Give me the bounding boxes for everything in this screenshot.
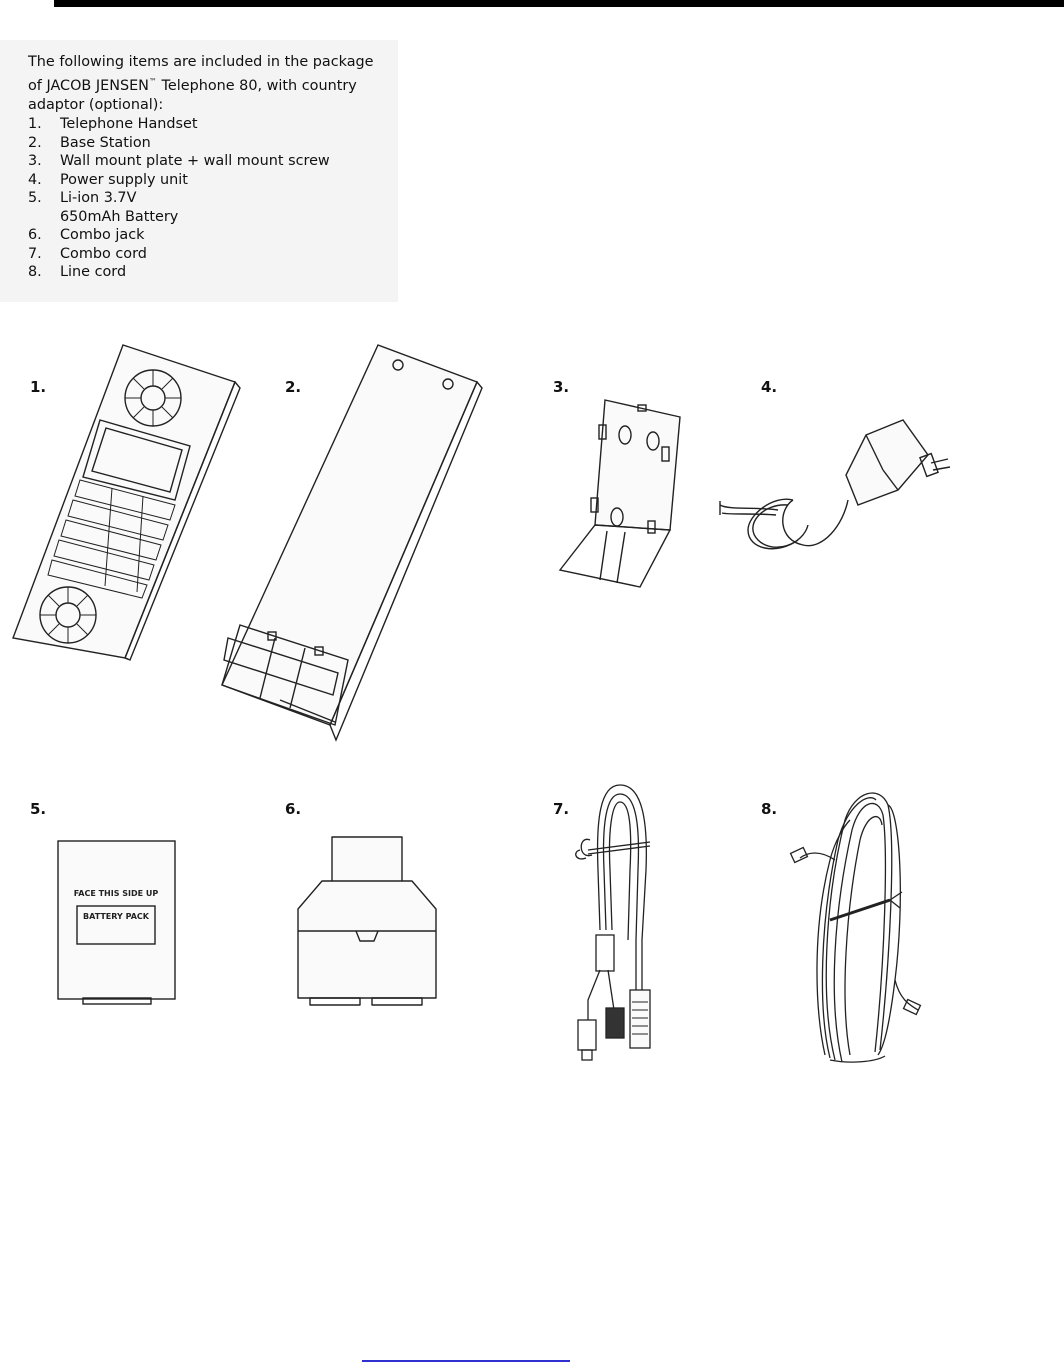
- item-label: Telephone Handset: [60, 116, 198, 133]
- package-contents-text: The following items are included in the …: [28, 53, 393, 282]
- item-number: 4.: [28, 171, 42, 188]
- list-item: 5. Li-ion 3.7V: [28, 189, 393, 208]
- list-item: 2. Base Station: [28, 134, 393, 153]
- combo-cord-illustration: [570, 780, 675, 1065]
- battery-face-text: FACE THIS SIDE UP: [74, 889, 159, 898]
- wall-mount-plate-illustration: [555, 395, 695, 590]
- list-item: 4. Power supply unit: [28, 171, 393, 190]
- item-label: Combo cord: [60, 245, 147, 262]
- intro-line-1: The following items are included in the …: [28, 54, 374, 70]
- item-number: 8.: [28, 264, 42, 281]
- intro-line-2-pre: of: [28, 77, 42, 94]
- item-number: 5.: [28, 190, 42, 207]
- list-item: 3. Wall mount plate + wall mount screw: [28, 152, 393, 171]
- figure-label-5: 5.: [30, 800, 47, 818]
- line-cord-illustration: [789, 780, 925, 1065]
- item-label-2: 650mAh Battery: [60, 208, 179, 225]
- item-label: Line cord: [60, 264, 127, 281]
- item-number: 2.: [28, 134, 42, 151]
- base-station-illustration: [220, 340, 490, 745]
- figure-label-7: 7.: [553, 800, 570, 818]
- list-item: 1. Telephone Handset: [28, 115, 393, 134]
- item-label: Combo jack: [60, 227, 145, 244]
- item-label: Power supply unit: [60, 171, 188, 188]
- figure-label-1: 1.: [30, 378, 47, 396]
- battery-pack-text: BATTERY PACK: [83, 912, 150, 921]
- item-label: Wall mount plate + wall mount screw: [60, 153, 330, 170]
- list-item-continuation: 650mAh Battery: [28, 208, 393, 227]
- trademark: ™: [148, 76, 157, 86]
- figure-label-3: 3.: [553, 378, 570, 396]
- telephone-handset-illustration: [0, 340, 241, 661]
- footer-hyperlink-underline[interactable]: [362, 1360, 570, 1362]
- item-label: Li-ion 3.7V: [60, 190, 137, 207]
- figure-label-6: 6.: [285, 800, 302, 818]
- item-number: 3.: [28, 153, 42, 170]
- combo-jack-illustration: [290, 833, 442, 1011]
- intro-line-2: of JACOB JENSEN™ Telephone 80, with coun…: [28, 73, 393, 95]
- list-item: 6. Combo jack: [28, 226, 393, 245]
- item-label: Base Station: [60, 134, 151, 151]
- intro-line-2-post: Telephone 80, with country: [156, 77, 357, 94]
- power-supply-illustration: [718, 415, 958, 565]
- intro-panel: [0, 40, 398, 302]
- list-item: 7. Combo cord: [28, 245, 393, 264]
- list-item: 8. Line cord: [28, 263, 393, 282]
- top-rule: [54, 0, 1064, 7]
- figure-label-4: 4.: [761, 378, 778, 396]
- item-number: 6.: [28, 227, 42, 244]
- figure-label-2: 2.: [285, 378, 302, 396]
- battery-pack-illustration: FACE THIS SIDE UP BATTERY PACK: [55, 838, 180, 1008]
- items-list: 1. Telephone Handset 2. Base Station 3. Wal…: [28, 115, 393, 282]
- brand-name: JACOB JENSEN: [46, 77, 149, 94]
- item-number: 7.: [28, 245, 42, 262]
- figure-label-8: 8.: [761, 800, 778, 818]
- intro-line-3: adaptor (optional):: [28, 96, 164, 113]
- item-number: 1.: [28, 116, 42, 133]
